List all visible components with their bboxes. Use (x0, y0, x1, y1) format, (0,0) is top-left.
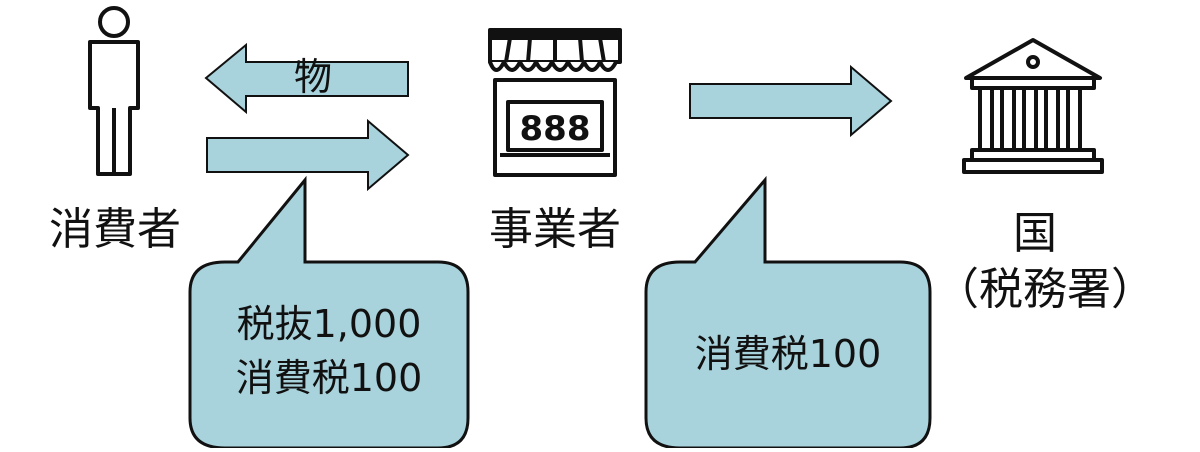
payment-bubble-line2: 消費税100 (235, 356, 423, 400)
tax-bubble-line1: 消費税100 (694, 332, 882, 376)
goods-arrow (204, 42, 409, 115)
payment-arrow (206, 118, 410, 192)
shop-icon (488, 28, 622, 177)
shop-sign: 888 (520, 109, 591, 149)
consumer-label: 消費者 (49, 204, 181, 255)
business-label: 事業者 (489, 204, 621, 255)
tax-remit-arrow (689, 64, 893, 138)
nation-sublabel: （税務署） (935, 264, 1155, 315)
person-icon (88, 6, 140, 176)
government-building-icon (962, 38, 1104, 174)
goods-arrow-label: 物 (294, 55, 333, 99)
tax-speech-bubble (644, 175, 932, 450)
payment-bubble-line1: 税抜1,000 (236, 302, 422, 346)
nation-label: 国 (1013, 208, 1057, 259)
